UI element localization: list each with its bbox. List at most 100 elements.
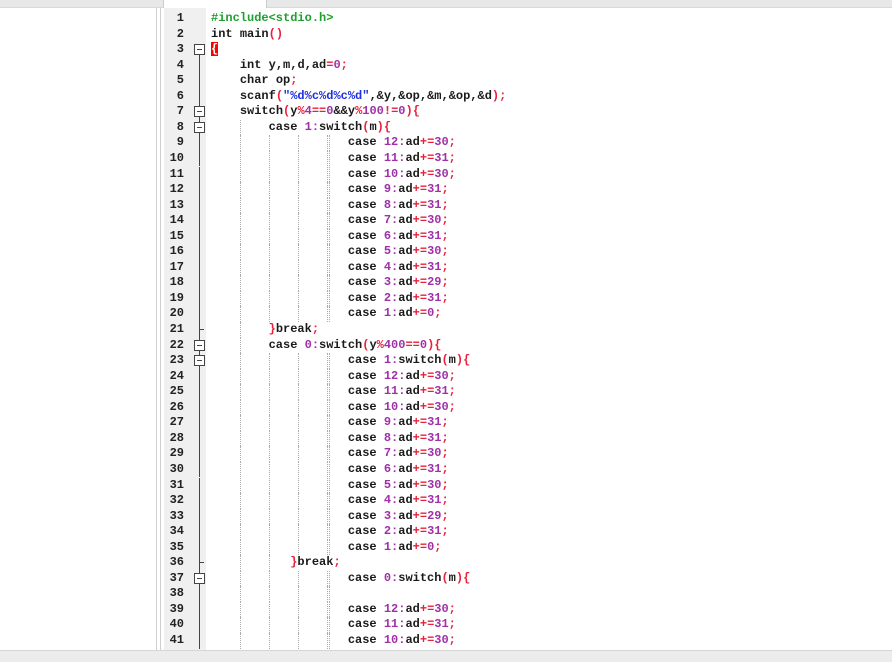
code-line[interactable]: 27 case 9:ad+=31; xyxy=(161,415,892,431)
code-line[interactable]: 37 case 0:switch(m){ xyxy=(161,570,892,587)
code-token: = xyxy=(427,135,435,150)
code-token: + xyxy=(412,197,420,212)
code-line[interactable]: 26 case 10:ad+=30; xyxy=(161,399,892,416)
code-line[interactable]: 3{ xyxy=(161,42,892,59)
code-line[interactable]: 32 case 4:ad+=31; xyxy=(161,493,892,509)
code-token: ; xyxy=(441,415,449,430)
code-line[interactable]: 22 case 0:switch(y%400==0){ xyxy=(161,337,892,354)
code-line[interactable]: 12 case 9:ad+=31; xyxy=(161,182,892,198)
code-token: "%d%c%d%c%d" xyxy=(283,88,370,103)
code-line[interactable]: 6 scanf("%d%c%d%c%d",&y,&op,&m,&op,&d); xyxy=(161,88,892,105)
code-line[interactable]: 30 case 6:ad+=31; xyxy=(161,461,892,478)
collapse-icon[interactable] xyxy=(194,106,205,118)
code-token: + xyxy=(412,306,420,321)
code-token: 2 xyxy=(383,524,392,539)
code-line[interactable]: 14 case 7:ad+=30; xyxy=(161,213,892,229)
fold-line xyxy=(199,477,200,494)
code-line[interactable]: 10 case 11:ad+=31; xyxy=(161,150,892,167)
code-line[interactable]: 33 case 3:ad+=29; xyxy=(161,508,892,525)
code-line[interactable]: 18 case 3:ad+=29; xyxy=(161,275,892,291)
indent-guide xyxy=(239,633,241,649)
collapse-icon[interactable] xyxy=(194,121,205,133)
code-line[interactable]: 28 case 8:ad+=31; xyxy=(161,430,892,447)
line-number: 10 xyxy=(169,150,184,165)
code-line[interactable]: 17 case 4:ad+=31; xyxy=(161,259,892,276)
code-line[interactable]: 13 case 8:ad+=31; xyxy=(161,197,892,214)
code-line[interactable]: 20 case 1:ad+=0; xyxy=(161,306,892,322)
code-token: case xyxy=(347,539,377,554)
fold-toggle-icon[interactable] xyxy=(194,42,205,59)
code-token xyxy=(211,353,348,367)
line-number: 34 xyxy=(169,524,184,539)
code-token: = xyxy=(419,213,428,228)
fold-line xyxy=(199,213,200,229)
code-token: op xyxy=(275,73,291,88)
collapse-icon[interactable] xyxy=(194,44,205,56)
code-line[interactable]: 40 case 11:ad+=31; xyxy=(161,617,892,633)
code-token: 5 xyxy=(383,477,392,492)
code-line[interactable]: 4 int y,m,d,ad=0; xyxy=(161,57,892,74)
code-line[interactable]: 7 switch(y%4==0&&y%100!=0){ xyxy=(161,104,892,120)
code-line[interactable]: 19 case 2:ad+=31; xyxy=(161,290,892,307)
code-line[interactable]: 11 case 10:ad+=30; xyxy=(161,166,892,183)
fold-line xyxy=(194,182,205,198)
tab-source-file[interactable] xyxy=(163,0,267,8)
collapse-icon[interactable] xyxy=(194,572,205,584)
code-line[interactable]: 25 case 11:ad+=31; xyxy=(161,384,892,400)
code-token: ad xyxy=(405,399,420,414)
collapse-icon[interactable] xyxy=(194,355,205,367)
line-number: 17 xyxy=(169,259,184,274)
code-token: switch xyxy=(319,119,363,134)
fold-toggle-icon[interactable] xyxy=(194,570,205,587)
code-token: = xyxy=(427,368,435,383)
indent-guide xyxy=(297,384,299,400)
indent-guide xyxy=(239,384,241,400)
code-token xyxy=(211,182,348,196)
code-token: + xyxy=(419,399,428,414)
collapse-icon[interactable] xyxy=(194,339,205,351)
code-line[interactable]: 31 case 5:ad+=30; xyxy=(161,477,892,494)
code-line[interactable]: 5 char op; xyxy=(161,73,892,89)
code-line[interactable]: 29 case 7:ad+=30; xyxy=(161,446,892,462)
indent-guide xyxy=(268,259,270,276)
code-line[interactable]: 34 case 2:ad+=31; xyxy=(161,524,892,540)
code-line[interactable]: 38 xyxy=(161,586,892,602)
code-line[interactable]: 35 case 1:ad+=0; xyxy=(161,539,892,556)
fold-toggle-icon[interactable] xyxy=(194,337,205,354)
indent-guide xyxy=(297,228,299,245)
indent-guide xyxy=(268,555,270,571)
code-line[interactable]: 16 case 5:ad+=30; xyxy=(161,244,892,260)
code-line[interactable]: 24 case 12:ad+=30; xyxy=(161,368,892,385)
fold-toggle-icon[interactable] xyxy=(194,119,205,136)
code-token: + xyxy=(419,384,428,399)
indent-guide xyxy=(239,446,241,462)
code-line[interactable]: 1#include<stdio.h> xyxy=(161,11,892,27)
fold-toggle-icon[interactable] xyxy=(194,353,205,369)
code-token xyxy=(297,120,304,134)
fold-toggle-icon[interactable] xyxy=(194,104,205,120)
code-line[interactable]: 39 case 12:ad+=30; xyxy=(161,601,892,618)
indent-guide xyxy=(326,275,328,291)
line-number: 15 xyxy=(169,228,184,243)
code-token: break xyxy=(297,555,334,570)
code-token: : xyxy=(311,119,320,134)
code-line[interactable]: 21 }break; xyxy=(161,322,892,338)
code-line[interactable]: 8 case 1:switch(m){ xyxy=(161,119,892,136)
code-token: 2 xyxy=(383,290,392,305)
code-line[interactable]: 9 case 12:ad+=30; xyxy=(161,135,892,151)
indent-guide xyxy=(239,586,241,602)
code-line[interactable]: 23 case 1:switch(m){ xyxy=(161,353,892,369)
code-token: case xyxy=(347,384,377,399)
code-line[interactable]: 41 case 10:ad+=30; xyxy=(161,633,892,649)
indent-guide xyxy=(268,461,270,478)
code-line[interactable]: 15 case 6:ad+=31; xyxy=(161,228,892,245)
fold-line xyxy=(199,461,200,478)
code-token: { xyxy=(463,570,471,585)
code-text: case 10:ad+=30; xyxy=(211,633,456,649)
code-token: ; xyxy=(434,539,442,554)
indent-guide xyxy=(268,524,270,540)
code-text: switch(y%4==0&&y%100!=0){ xyxy=(211,104,420,120)
code-line[interactable]: 36 }break; xyxy=(161,555,892,571)
